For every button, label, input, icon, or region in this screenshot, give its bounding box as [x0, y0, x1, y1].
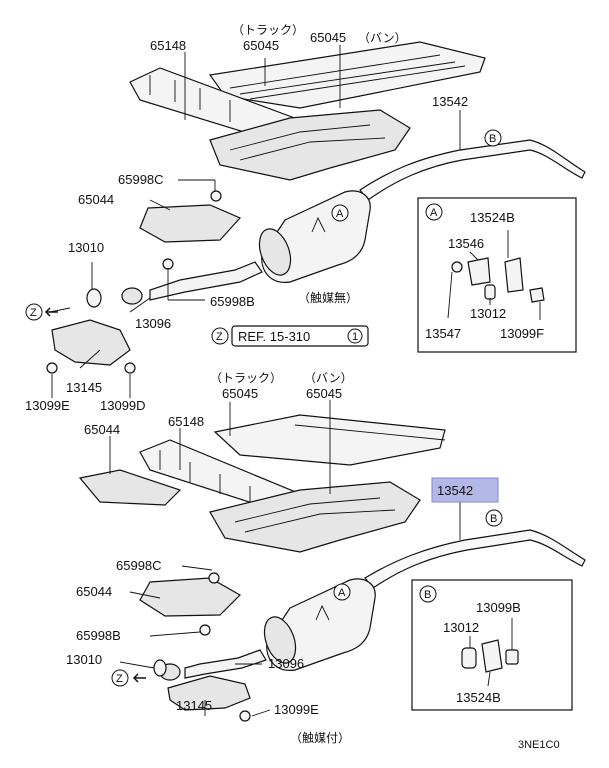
- svg-text:Z: Z: [216, 331, 223, 343]
- label-13096-bottom: 13096: [268, 656, 304, 671]
- callout-a-bottom: A: [338, 587, 346, 599]
- label-65045-van-top: 65045: [310, 30, 346, 45]
- label-65148-bottom: 65148: [168, 414, 204, 429]
- label-13099e-top: 13099E: [25, 398, 70, 413]
- label-65045-truck-top: 65045: [243, 38, 279, 53]
- label-13010-top: 13010: [68, 240, 104, 255]
- highlight-13542: [431, 477, 499, 503]
- callout-b-top: B: [489, 133, 496, 145]
- label-13145-top: 13145: [66, 380, 102, 395]
- bottom-labels: （トラック） 65045 （バン） 65045 65148 65044 1354…: [66, 371, 560, 751]
- bottom-assembly: [78, 414, 586, 722]
- callout-z-bottom: Z: [116, 673, 123, 685]
- label-13012-b: 13012: [443, 620, 479, 635]
- ref-label: REF. 15-310: [238, 329, 310, 344]
- label-13524b-b: 13524B: [456, 690, 501, 705]
- label-65045-van-bottom: 65045: [306, 386, 342, 401]
- label-with-catalyst: （触媒付）: [290, 731, 350, 745]
- label-13096-top: 13096: [135, 316, 171, 331]
- top-labels: （トラック） 65045 65148 65045 （バン） 13542 6599…: [25, 23, 468, 413]
- label-65044-bottom: 65044: [76, 584, 112, 599]
- callout-b-bottom: B: [490, 513, 497, 525]
- label-65044-top: 65044: [78, 192, 114, 207]
- callout-a-top: A: [336, 208, 344, 220]
- label-13524b-a: 13524B: [470, 210, 515, 225]
- label-13145-bottom: 13145: [176, 698, 212, 713]
- top-callouts: A B Z: [25, 129, 502, 321]
- svg-text:B: B: [424, 589, 431, 601]
- ref-callout: Z REF. 15-310 1: [211, 325, 369, 347]
- inset-b: B 13099B 13012 13524B: [411, 579, 573, 711]
- bottom-callouts: A B Z: [111, 509, 503, 687]
- label-van-top: （バン）: [358, 31, 407, 45]
- label-13099d-top: 13099D: [100, 398, 146, 413]
- label-65044-bottom-top: 65044: [84, 422, 120, 437]
- svg-text:A: A: [430, 207, 438, 219]
- label-13099f: 13099F: [500, 326, 544, 341]
- bottom-leader-lines: [109, 400, 461, 717]
- label-65045-truck-bottom: 65045: [222, 386, 258, 401]
- label-13012-a: 13012: [470, 306, 506, 321]
- ref-number: 1: [352, 331, 358, 343]
- callout-z-top: Z: [30, 307, 37, 319]
- top-leader-lines: [49, 45, 461, 398]
- label-13546: 13546: [448, 236, 484, 251]
- label-van-bottom: （バン）: [304, 371, 353, 385]
- label-13010-bottom: 13010: [66, 652, 102, 667]
- label-65998b-bottom: 65998B: [76, 628, 121, 643]
- top-assembly: [46, 41, 586, 374]
- label-no-catalyst: （触媒無）: [298, 290, 358, 305]
- label-65998b-top: 65998B: [210, 294, 255, 309]
- label-13542-bottom: 13542: [437, 483, 473, 498]
- arrow-left-icon: [132, 673, 146, 683]
- inset-a: A 13524B 13546 13012 13547 13099F: [417, 197, 577, 353]
- label-13547: 13547: [425, 326, 461, 341]
- label-65148-top: 65148: [150, 38, 186, 53]
- label-65998c-top: 65998C: [118, 172, 164, 187]
- label-truck-bottom: （トラック）: [210, 371, 282, 385]
- diagram-code: 3NE1C0: [518, 739, 560, 751]
- label-13099e-bottom: 13099E: [274, 702, 319, 717]
- arrow-left-icon: [44, 307, 58, 317]
- label-13099b: 13099B: [476, 600, 521, 615]
- label-truck-top: （トラック）: [232, 23, 304, 37]
- label-13542-top: 13542: [432, 94, 468, 109]
- label-65998c-bottom: 65998C: [116, 558, 162, 573]
